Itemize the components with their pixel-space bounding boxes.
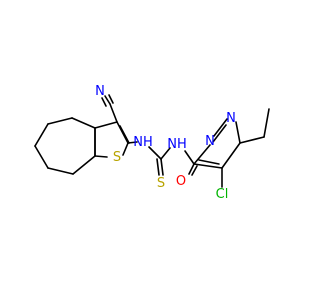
atom-S-thio: S <box>157 176 165 191</box>
atom-NH-right: NH <box>167 137 187 152</box>
atom-S-thiophene: S <box>113 150 121 165</box>
thiophene-ring <box>94 121 130 158</box>
atom-Cl: Cl <box>216 187 229 202</box>
pyrazole-ring <box>193 108 270 188</box>
molecule-structure-diagram: N S NH NH S O N N Cl <box>34 84 270 202</box>
thiourea-linker <box>127 141 198 176</box>
nitrile-group <box>101 94 118 123</box>
cyclohexane-ring <box>34 117 96 175</box>
atom-N-pyrazole-2: N <box>205 134 215 149</box>
atom-N-nitrile: N <box>95 84 105 99</box>
atom-N-pyrazole-1: N <box>226 111 236 126</box>
atom-NH-left: NH <box>133 135 153 150</box>
atom-O-carbonyl: O <box>176 174 186 189</box>
